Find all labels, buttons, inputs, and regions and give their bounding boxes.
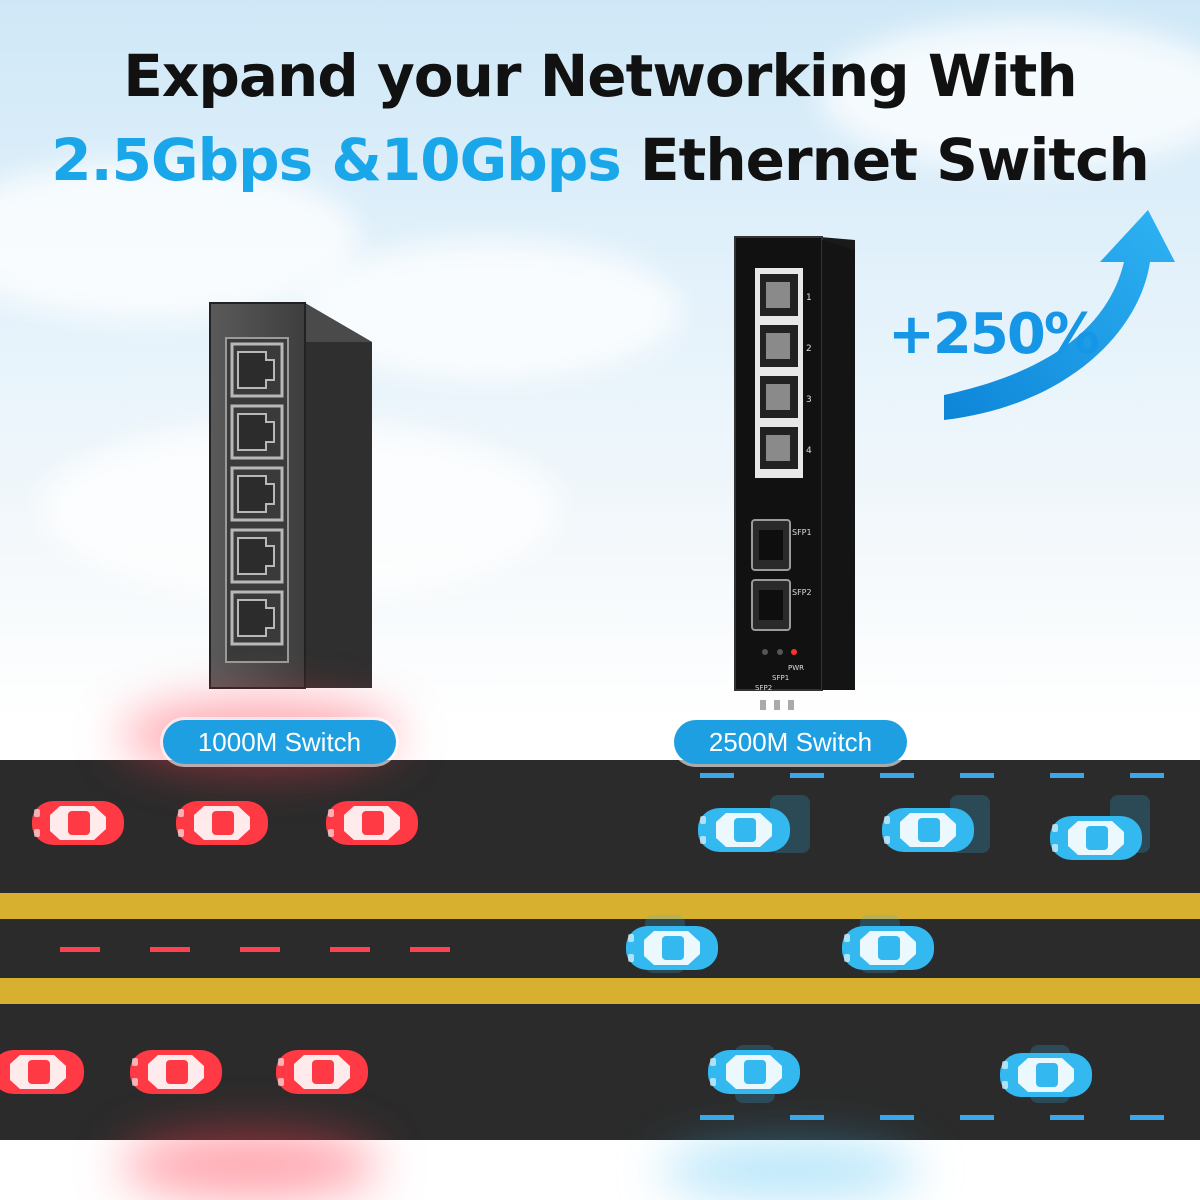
headline-line-1: Expand your Networking With xyxy=(123,42,1077,110)
arrow-up-icon xyxy=(944,210,1175,420)
led-label-sfp2: SFP2 xyxy=(755,684,772,692)
gigabit-switch-device xyxy=(209,302,372,689)
headline-rest: Ethernet Switch xyxy=(620,126,1150,194)
road-markings xyxy=(0,773,1200,1120)
car-icon xyxy=(0,1050,84,1094)
headline-accent: 2.5Gbps &10Gbps xyxy=(51,126,622,194)
led-label-pwr: PWR xyxy=(788,664,804,672)
headline-line-2: 2.5Gbps &10Gbps Ethernet Switch xyxy=(0,126,1200,194)
port-number-2: 2 xyxy=(806,344,812,354)
led-label-sfp1: SFP1 xyxy=(772,674,789,682)
port-number-1: 1 xyxy=(806,293,812,303)
car-icon xyxy=(1050,816,1142,860)
car-icon xyxy=(708,1050,800,1094)
cloud xyxy=(820,20,1200,170)
cloud xyxy=(0,160,360,320)
car-icon xyxy=(326,801,418,845)
car-icon xyxy=(176,801,268,845)
gain-badge: +250% xyxy=(888,302,1100,367)
multigig-switch-device xyxy=(734,236,855,710)
car-icon xyxy=(276,1050,368,1094)
car-icon xyxy=(882,808,974,852)
sfp-port-label-1: SFP1 xyxy=(792,528,812,537)
port-number-3: 3 xyxy=(806,395,812,405)
car-icon xyxy=(698,808,790,852)
blue-glow xyxy=(660,1140,920,1200)
label-1000m-switch: 1000M Switch xyxy=(163,720,396,764)
car-icon xyxy=(32,801,124,845)
sfp-port-label-2: SFP2 xyxy=(792,588,812,597)
car-icon xyxy=(842,926,934,970)
label-2500m-switch: 2500M Switch xyxy=(674,720,907,764)
red-glow xyxy=(120,1130,380,1200)
car-icon xyxy=(626,926,718,970)
car-icon xyxy=(130,1050,222,1094)
port-number-4: 4 xyxy=(806,446,812,456)
car-icon xyxy=(1000,1053,1092,1097)
